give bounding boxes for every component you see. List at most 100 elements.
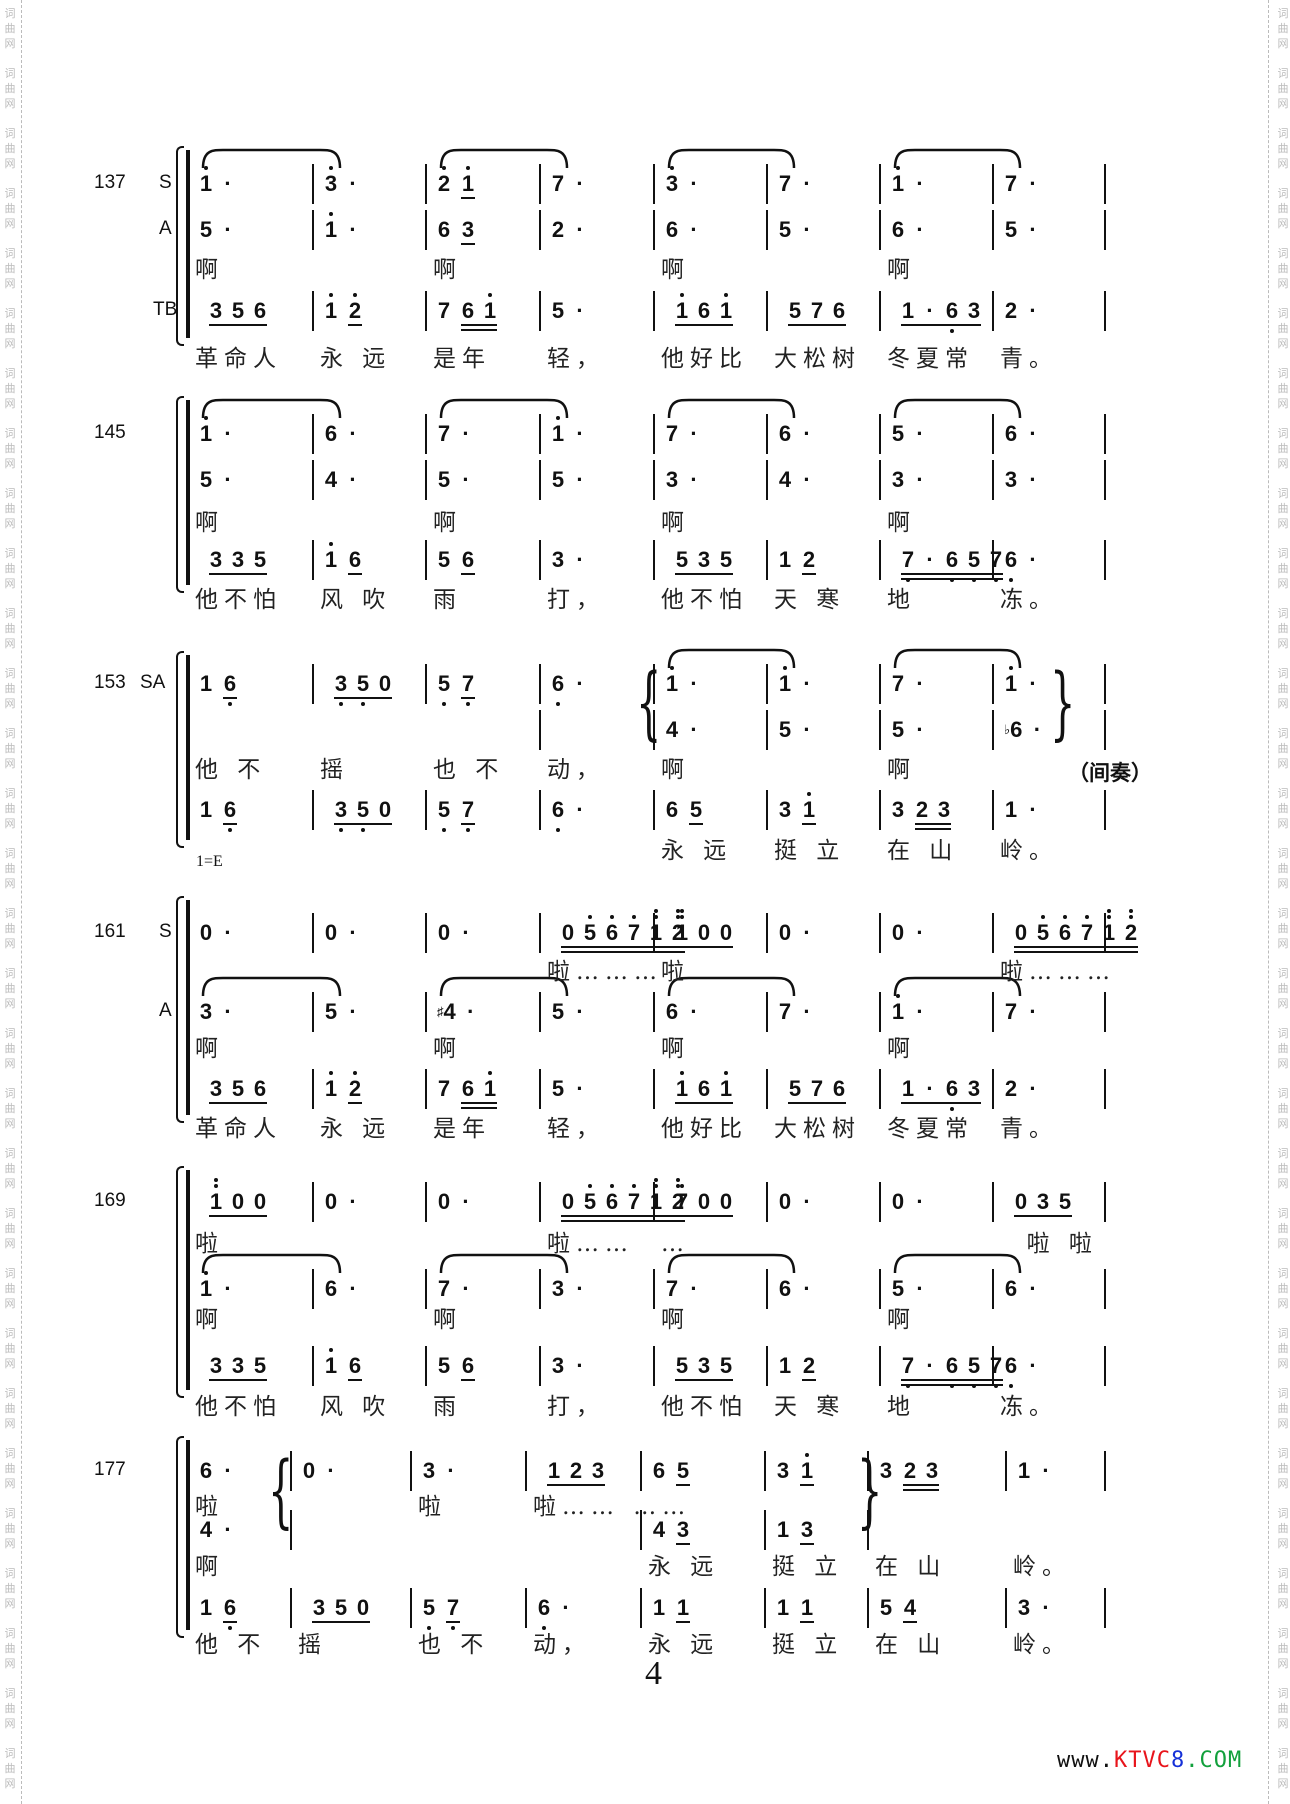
- barline: [766, 460, 768, 500]
- note: ·: [224, 1458, 232, 1483]
- note-group: 5·: [778, 217, 814, 243]
- lyric-text: 天 寒: [774, 587, 846, 613]
- note: 2: [671, 909, 685, 946]
- measure-notes: 1·: [1004, 666, 1050, 697]
- note: 3: [891, 797, 905, 822]
- note: 0: [1014, 1189, 1028, 1214]
- note: 6: [945, 1353, 959, 1388]
- barline: [539, 414, 541, 454]
- lyric-text: 青。: [1000, 1116, 1058, 1142]
- note: 2: [551, 217, 565, 242]
- note: ·: [803, 1189, 811, 1214]
- note-group: 1·: [551, 416, 587, 447]
- side-watermark: 词曲网: [4, 67, 16, 110]
- barline: [992, 1182, 994, 1222]
- barline: [879, 164, 881, 204]
- lyric-text: 也 不: [433, 757, 505, 783]
- note: 6: [1004, 1276, 1018, 1301]
- side-watermark: 词曲网: [1277, 127, 1289, 170]
- lyric-text: 打，: [547, 587, 605, 613]
- note: 6: [551, 671, 565, 706]
- note: 4: [665, 717, 679, 742]
- note: 1: [778, 547, 792, 572]
- note: ·: [690, 421, 698, 446]
- side-watermark: 词曲网: [1277, 1147, 1289, 1190]
- system-bracket: [186, 655, 190, 840]
- measure-notes: 0·: [891, 920, 937, 946]
- lyric-text: 啊: [433, 257, 462, 283]
- note: ·: [926, 547, 934, 572]
- note: 5: [675, 1353, 689, 1378]
- measure-notes: 1·: [324, 212, 370, 243]
- note-group: 6: [652, 1458, 666, 1484]
- note-group: 7·: [437, 421, 473, 447]
- lyric-text: 啊: [195, 257, 224, 283]
- side-watermark: 词曲网: [1277, 1567, 1289, 1610]
- lyric-text: 啦………: [1000, 959, 1116, 985]
- barline: [766, 710, 768, 750]
- lyric-text: 永 远: [661, 838, 733, 864]
- note: 7: [551, 171, 565, 196]
- measure-notes: 3·: [199, 999, 245, 1025]
- note: 6: [199, 1458, 213, 1483]
- measure-number: 137: [94, 172, 126, 193]
- barline: [879, 790, 881, 830]
- note: 7: [461, 671, 475, 706]
- side-watermark: 词曲网: [1277, 607, 1289, 650]
- measure-notes: 7·: [778, 171, 824, 197]
- barline: [1104, 913, 1106, 953]
- note: ·: [926, 1353, 934, 1378]
- measure-notes: 0·: [778, 920, 824, 946]
- measure-notes: 5·: [551, 298, 597, 324]
- barline: [312, 210, 314, 250]
- measure-notes: 3·: [1004, 467, 1050, 493]
- note-group: 5·: [551, 999, 587, 1025]
- barline: [653, 460, 655, 500]
- measure-notes: 4·: [324, 467, 370, 493]
- barline: [653, 210, 655, 250]
- note: 2: [671, 1178, 685, 1215]
- note: 3: [937, 797, 951, 822]
- measure-notes: 0·: [437, 920, 483, 946]
- note: ·: [916, 920, 924, 945]
- note: 1: [800, 1595, 814, 1620]
- note-group: 2: [348, 1071, 362, 1104]
- note: 2: [348, 293, 362, 324]
- note-group: 7·: [778, 999, 814, 1025]
- side-watermark: 词曲网: [4, 7, 16, 50]
- measure-notes: 0·: [199, 920, 245, 946]
- side-watermark: 词曲网: [4, 1747, 16, 1790]
- note-group: 3·: [422, 1458, 458, 1484]
- note: 5: [437, 1353, 451, 1378]
- side-watermark: 词曲网: [1277, 487, 1289, 530]
- brace-mark: {: [268, 1446, 294, 1538]
- measure-notes: 5·: [778, 217, 824, 243]
- note: 0: [719, 1189, 733, 1214]
- note: ·: [462, 421, 470, 446]
- note: 1: [675, 909, 689, 946]
- site-url-logo[interactable]: www.KTVC8.COM: [1057, 1748, 1242, 1773]
- note-group: 4·: [199, 1517, 235, 1543]
- barline: [879, 210, 881, 250]
- measure-notes: 5·: [551, 467, 597, 493]
- note: 3: [591, 1458, 605, 1483]
- side-watermark: 词曲网: [1277, 187, 1289, 230]
- note: 3: [209, 1353, 223, 1378]
- lyric-text: 雨: [433, 1394, 462, 1420]
- note-group: 7: [446, 1595, 460, 1630]
- note: 4: [652, 1517, 666, 1542]
- note: 5: [1036, 915, 1050, 946]
- note: 5: [199, 217, 213, 242]
- note: ·: [1029, 671, 1037, 696]
- note: 0: [253, 1189, 267, 1214]
- barline: [992, 291, 994, 331]
- barline: [867, 1451, 869, 1491]
- url-part-ktvc: KTVC: [1113, 1748, 1171, 1773]
- note: ·: [462, 1189, 470, 1214]
- lyric-text: 啊: [887, 510, 916, 536]
- part-label: SA: [140, 672, 166, 693]
